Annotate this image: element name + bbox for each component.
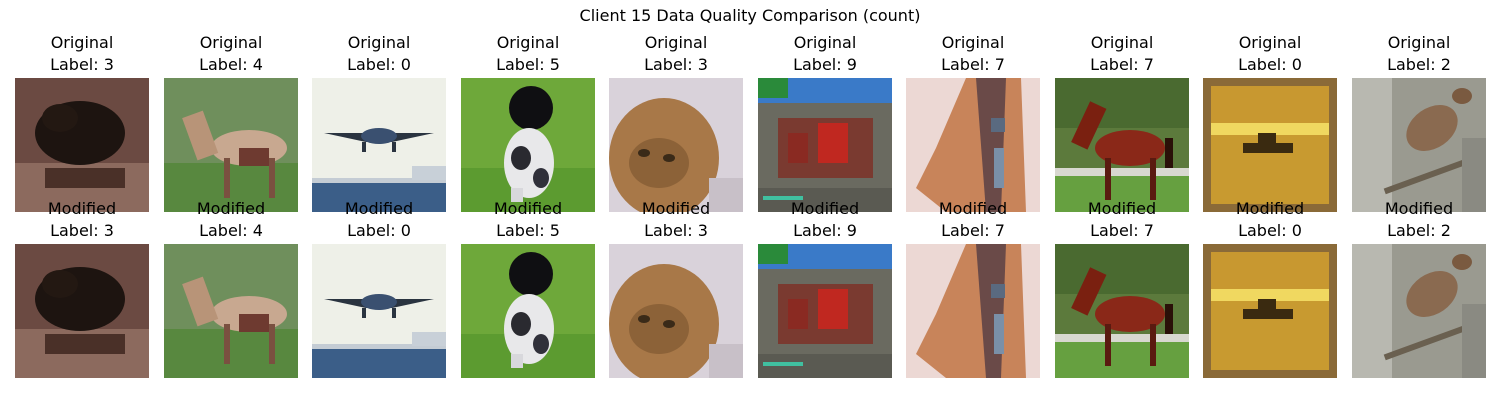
original-image-10 — [1352, 78, 1486, 212]
red-truck-toy-picture — [758, 78, 892, 212]
original-title-10: Original Label: 2 — [1387, 33, 1451, 74]
tabby-cat-picture — [609, 244, 743, 378]
spotted-dog-on-grass-picture — [461, 244, 595, 378]
original-title-9: Original Label: 0 — [1238, 33, 1302, 74]
original-image-1 — [15, 78, 149, 212]
original-image-5 — [609, 78, 743, 212]
modified-image-9 — [1203, 244, 1337, 378]
jet-airplane-picture — [312, 244, 446, 378]
original-image-9 — [1203, 78, 1337, 212]
modified-title-1: Modified Label: 3 — [47, 199, 117, 240]
original-title-4: Original Label: 5 — [496, 33, 560, 74]
modified-title-5: Modified Label: 3 — [641, 199, 711, 240]
figure-title: Client 15 Data Quality Comparison (count… — [579, 6, 921, 25]
original-title-7: Original Label: 7 — [941, 33, 1005, 74]
modified-image-3 — [312, 244, 446, 378]
original-image-8 — [1055, 78, 1189, 212]
modified-title-3: Modified Label: 0 — [344, 199, 414, 240]
brown-animal-silhouette-picture — [15, 78, 149, 212]
spotted-dog-on-grass-picture — [461, 78, 595, 212]
horse-head-picture — [906, 244, 1040, 378]
brown-animal-silhouette-picture — [15, 244, 149, 378]
modified-image-1 — [15, 244, 149, 378]
original-title-8: Original Label: 7 — [1090, 33, 1154, 74]
modified-image-4 — [461, 244, 595, 378]
brown-horse-standing-picture — [1055, 78, 1189, 212]
modified-title-10: Modified Label: 2 — [1384, 199, 1454, 240]
modified-image-10 — [1352, 244, 1486, 378]
perched-bird-picture — [1352, 244, 1486, 378]
deer-in-grass-picture — [164, 244, 298, 378]
original-image-2 — [164, 78, 298, 212]
modified-image-6 — [758, 244, 892, 378]
original-title-1: Original Label: 3 — [50, 33, 114, 74]
modified-title-7: Modified Label: 7 — [938, 199, 1008, 240]
tabby-cat-picture — [609, 78, 743, 212]
modified-image-8 — [1055, 244, 1189, 378]
original-title-3: Original Label: 0 — [347, 33, 411, 74]
modified-title-9: Modified Label: 0 — [1235, 199, 1305, 240]
original-title-5: Original Label: 3 — [644, 33, 708, 74]
modified-image-7 — [906, 244, 1040, 378]
perched-bird-picture — [1352, 78, 1486, 212]
brown-horse-standing-picture — [1055, 244, 1189, 378]
original-image-3 — [312, 78, 446, 212]
modified-title-2: Modified Label: 4 — [196, 199, 266, 240]
original-title-6: Original Label: 9 — [793, 33, 857, 74]
modified-title-6: Modified Label: 9 — [790, 199, 860, 240]
modified-title-8: Modified Label: 7 — [1087, 199, 1157, 240]
horse-head-picture — [906, 78, 1040, 212]
original-title-2: Original Label: 4 — [199, 33, 263, 74]
ship-at-sunset-picture — [1203, 244, 1337, 378]
original-image-7 — [906, 78, 1040, 212]
original-image-4 — [461, 78, 595, 212]
modified-image-5 — [609, 244, 743, 378]
jet-airplane-picture — [312, 78, 446, 212]
ship-at-sunset-picture — [1203, 78, 1337, 212]
red-truck-toy-picture — [758, 244, 892, 378]
modified-image-2 — [164, 244, 298, 378]
modified-title-4: Modified Label: 5 — [493, 199, 563, 240]
original-image-6 — [758, 78, 892, 212]
deer-in-grass-picture — [164, 78, 298, 212]
